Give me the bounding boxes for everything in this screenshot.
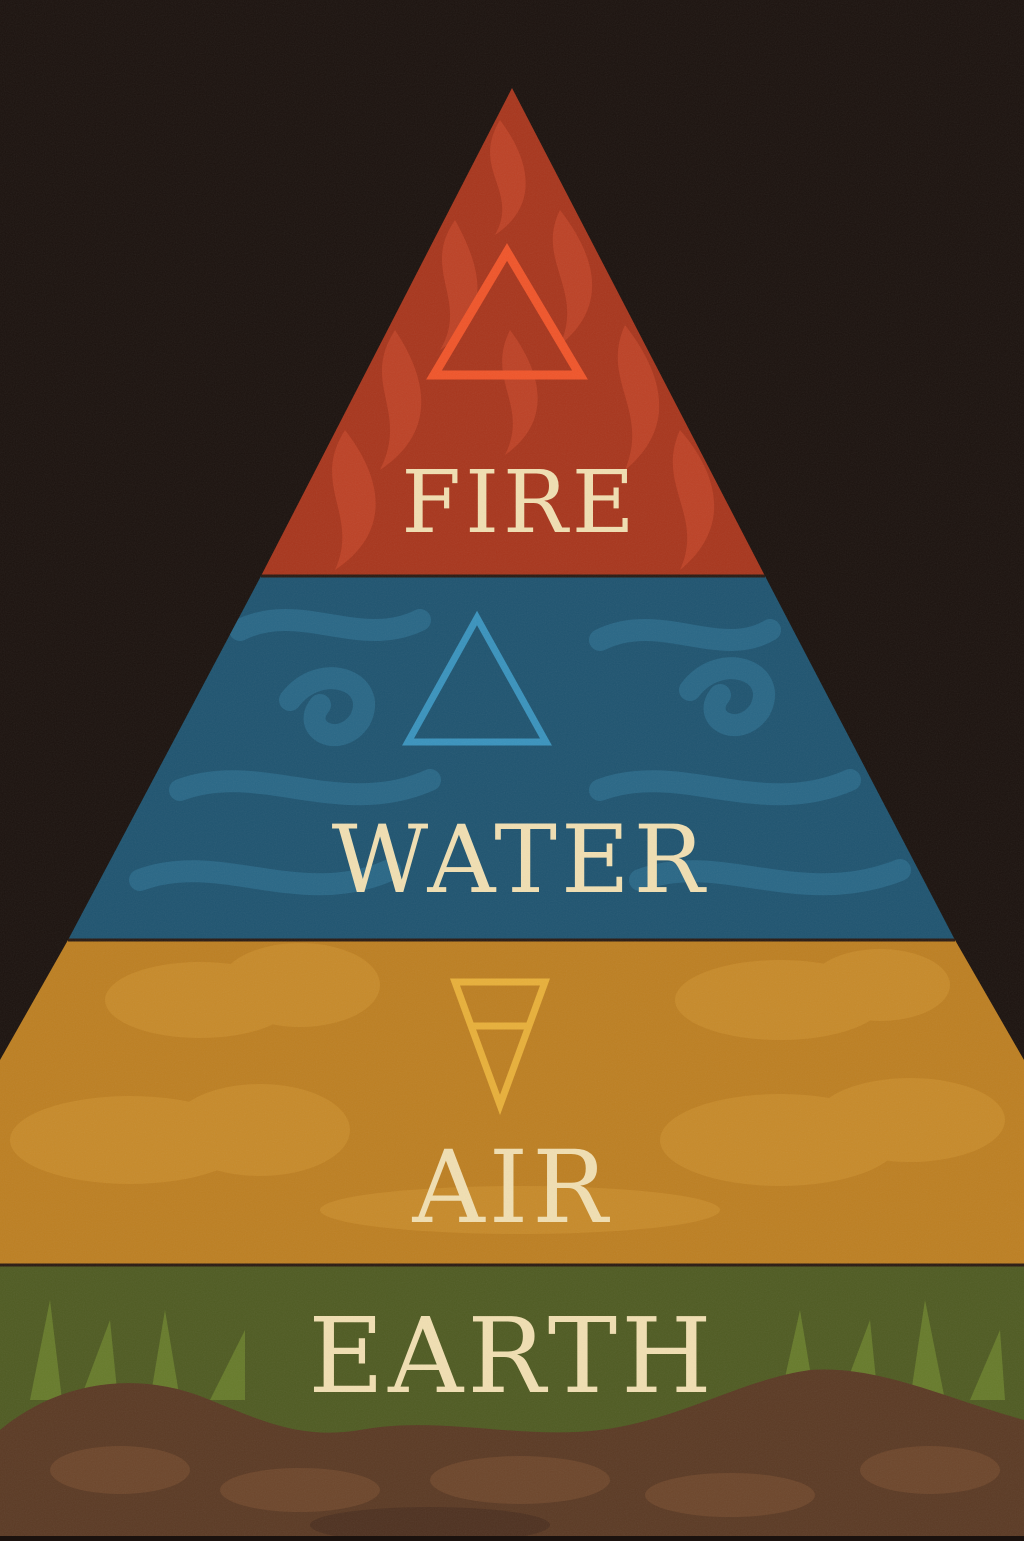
grain-overlay — [0, 0, 1024, 1536]
elements-pyramid-poster: FIRE WATER — [0, 0, 1024, 1536]
pyramid-diagram: FIRE WATER — [0, 0, 1024, 1536]
